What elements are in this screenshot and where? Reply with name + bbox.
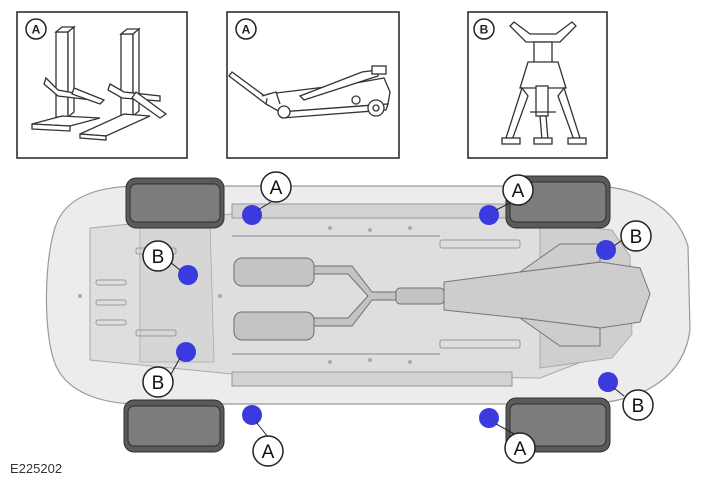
vehicle-underbody xyxy=(45,185,691,405)
lift-point-front-right-a xyxy=(479,408,499,428)
lift-point-rear-left-a xyxy=(242,205,262,225)
lift-point-front-left-a xyxy=(479,205,499,225)
front-right-wheel xyxy=(505,397,611,453)
panel-axle-stand: B xyxy=(467,11,608,159)
callout-label: A xyxy=(514,439,527,460)
panel-1-tag: A xyxy=(32,23,41,37)
callout-label: B xyxy=(152,373,165,394)
panel-3-tag: B xyxy=(480,23,489,37)
callout-rear-left-a: A xyxy=(252,435,284,467)
callout-label: A xyxy=(512,181,525,202)
callout-rear-left-b: B xyxy=(620,220,652,252)
lift-point-front-right-b xyxy=(598,372,618,392)
callout-label: B xyxy=(630,227,643,248)
panel-2-tag: A xyxy=(242,23,251,37)
twin-post-lift-icon xyxy=(31,25,168,141)
figure-code: E225202 xyxy=(10,461,62,476)
callout-rear-right-a: A xyxy=(504,432,536,464)
lift-points xyxy=(176,205,618,428)
callout-front-left-a: A xyxy=(260,171,292,203)
rear-right-wheel xyxy=(123,399,225,453)
callout-front-right-b: B xyxy=(142,366,174,398)
callout-rear-right-b: B xyxy=(622,389,654,421)
callout-front-right-a: A xyxy=(502,174,534,206)
callouts: A A A A B B B B xyxy=(142,171,654,467)
lift-point-rear-left-b xyxy=(178,265,198,285)
trolley-jack-icon xyxy=(228,65,391,119)
rear-left-wheel xyxy=(125,177,225,229)
exhaust-system xyxy=(233,257,445,341)
callout-label: A xyxy=(270,178,283,199)
callout-label: A xyxy=(262,442,275,463)
axle-stand-icon xyxy=(501,21,587,145)
lift-point-front-left-b xyxy=(596,240,616,260)
panel-twin-post-lift: A xyxy=(16,11,188,159)
callout-front-left-b: B xyxy=(142,240,174,272)
lift-point-rear-right-b xyxy=(176,342,196,362)
transmission-tunnel xyxy=(443,243,651,347)
wheels xyxy=(123,175,611,453)
callout-label: B xyxy=(152,247,165,268)
lift-point-rear-right-a xyxy=(242,405,262,425)
callout-label: B xyxy=(632,396,645,417)
panel-trolley-jack: A xyxy=(226,11,400,159)
